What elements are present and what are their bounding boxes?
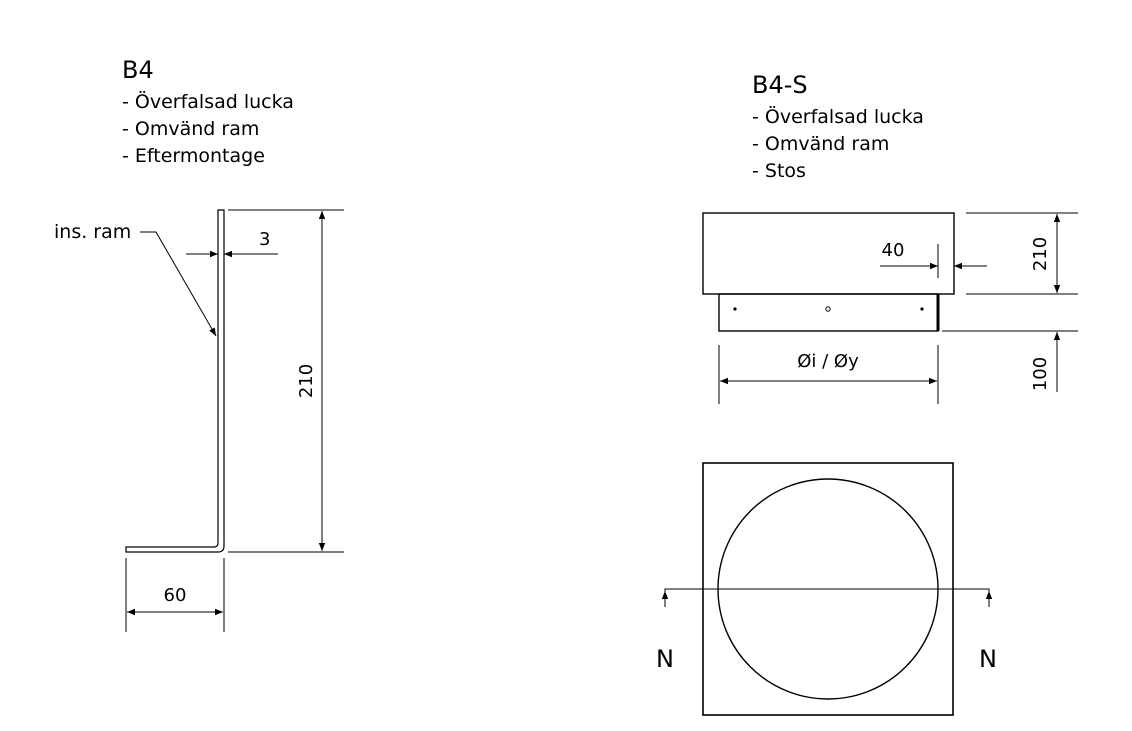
- b4s-section-line: [664, 588, 990, 607]
- b4s-section-label-right: N: [979, 645, 997, 673]
- b4s-title: B4-S: [752, 71, 808, 99]
- b4-dim-height: 210: [296, 364, 317, 398]
- b4s-dim-offset: 40: [882, 240, 905, 261]
- b4-leader-line: [140, 231, 217, 337]
- b4s-dim-diameter: Øi / Øy: [797, 351, 859, 372]
- b4s-rivet: [920, 307, 924, 311]
- b4s-spec-1: - Överfalsad lucka: [752, 105, 924, 128]
- b4s-spigot: [718, 293, 939, 332]
- b4s-dim-spigot-height: 100: [1030, 357, 1051, 391]
- b4s-section-label-left: N: [656, 645, 674, 673]
- b4-leader-label: ins. ram: [54, 221, 131, 243]
- b4s-dim-frame-height: 210: [1030, 237, 1051, 271]
- b4-dim-width: 60: [164, 585, 187, 606]
- b4-frame-profile: [125, 209, 225, 553]
- b4-spec-2: - Omvänd ram: [122, 118, 259, 140]
- b4-spec-1: - Överfalsad lucka: [122, 90, 294, 113]
- b4-spec-3: - Eftermontage: [122, 145, 265, 167]
- b4s-rivet: [825, 306, 831, 312]
- b4-dim-thickness: 3: [259, 229, 270, 250]
- b4s-spec-3: - Stos: [752, 160, 806, 182]
- b4s-rivet: [733, 307, 737, 311]
- b4s-frame-side: [702, 212, 955, 295]
- b4s-spec-2: - Omvänd ram: [752, 133, 889, 155]
- b4-title: B4: [122, 56, 154, 84]
